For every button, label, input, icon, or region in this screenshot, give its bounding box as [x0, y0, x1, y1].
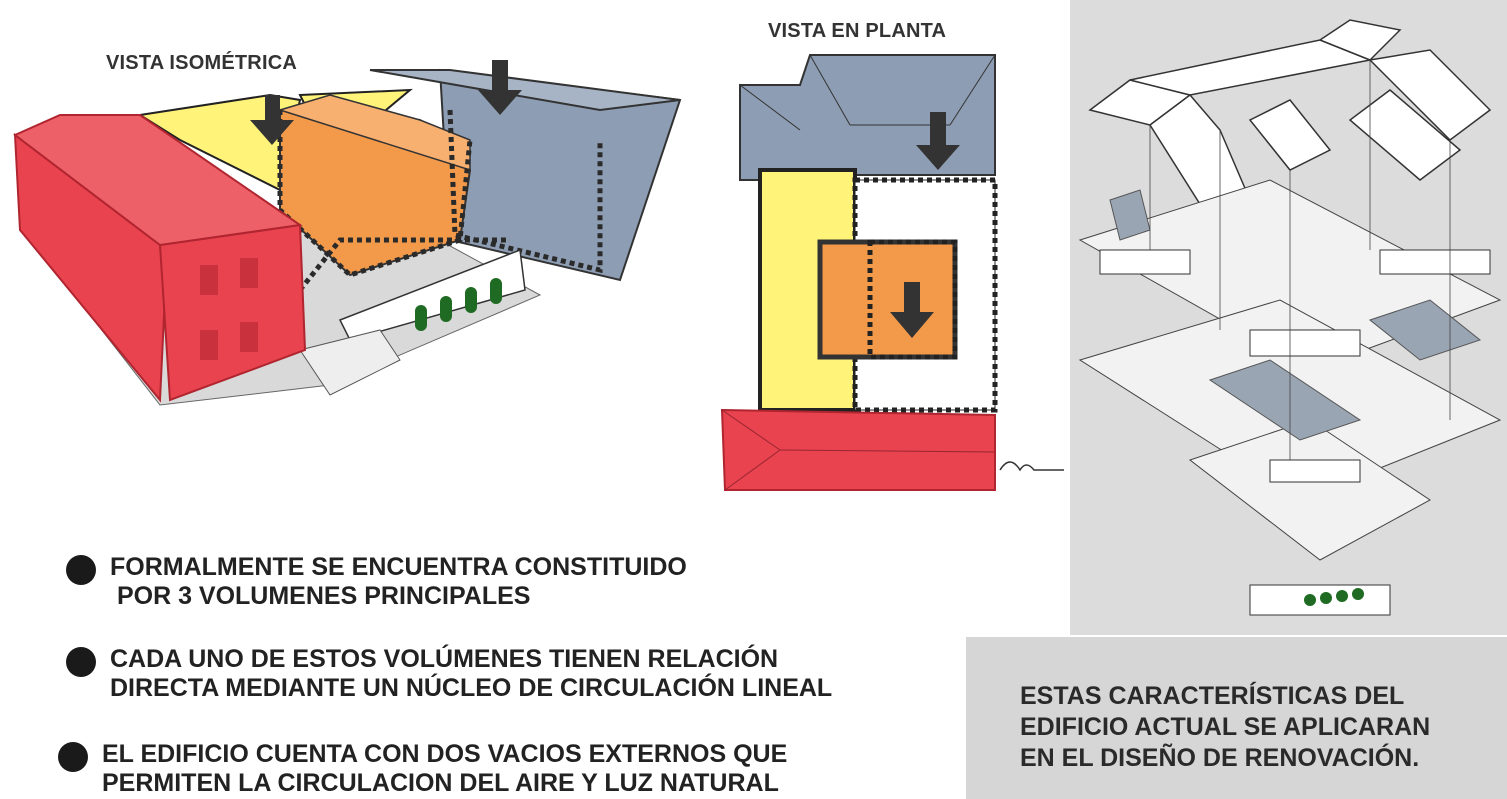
bullet-item-3: EL EDIFICIO CUENTA CON DOS VACIOS EXTERN… [58, 740, 787, 798]
plan-view [720, 54, 1064, 491]
exploded-axonometric-drawing [1078, 19, 1502, 616]
bullet-item-1: FORMALMENTE SE ENCUENTRA CONSTITUIDO POR… [66, 553, 687, 611]
bullet-dot [66, 647, 96, 677]
plan-red-block [720, 408, 996, 491]
bullet-text: FORMALMENTE SE ENCUENTRA CONSTITUIDO POR… [110, 553, 687, 610]
note-line-3: EN EL DISEÑO DE RENOVACIÓN. [1020, 744, 1420, 772]
bullet-item-2: CADA UNO DE ESTOS VOLÚMENES TIENEN RELAC… [66, 645, 832, 703]
bullet-text: CADA UNO DE ESTOS VOLÚMENES TIENEN RELAC… [110, 645, 833, 702]
plan-blue-block [739, 54, 996, 181]
bullet-dot [58, 742, 88, 772]
renovation-note-box: ESTAS CARACTERÍSTICAS DEL EDIFICIO ACTUA… [966, 637, 1507, 799]
note-line-2: EDIFICIO ACTUAL SE APLICARAN [1020, 713, 1431, 741]
bullet-text: EL EDIFICIO CUENTA CON DOS VACIOS EXTERN… [102, 740, 788, 797]
plan-view-label: VISTA EN PLANTA [768, 20, 947, 42]
plan-orange-block [817, 239, 958, 360]
building-diagrams [13, 54, 1064, 491]
note-line-1: ESTAS CARACTERÍSTICAS DEL [1020, 682, 1405, 710]
renovation-note-text: ESTAS CARACTERÍSTICAS DEL EDIFICIO ACTUA… [1020, 681, 1430, 774]
isometric-view [13, 60, 682, 406]
axonometric-panel [1070, 0, 1507, 635]
bullet-dot [66, 555, 96, 585]
isometric-view-label: VISTA ISOMÉTRICA [106, 52, 297, 74]
